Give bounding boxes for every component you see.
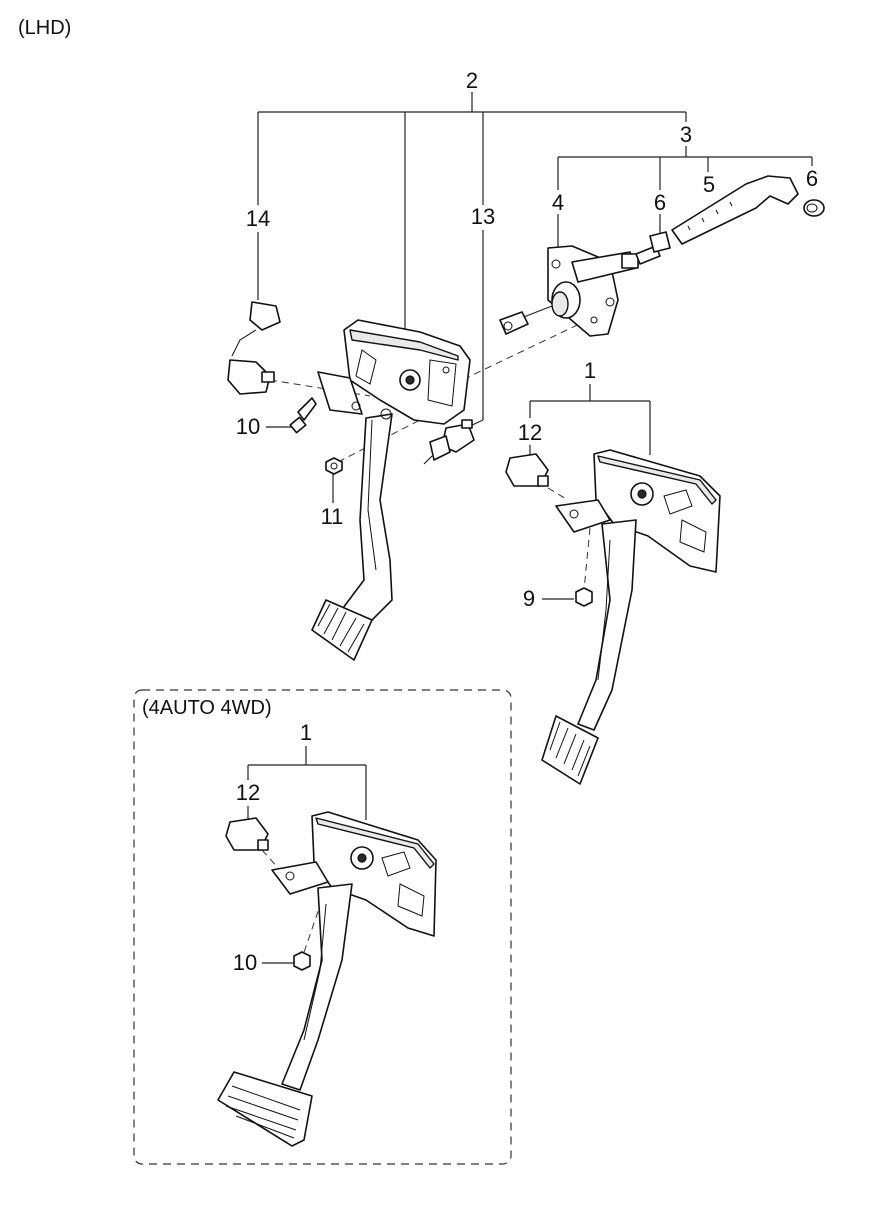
- inset-stop-switch-part: [225, 817, 269, 851]
- leader-lines-inset: [247, 746, 367, 964]
- callout-6-right: 6: [806, 166, 818, 191]
- drive-side-label: (LHD): [18, 17, 71, 39]
- callout-10-inset: 10: [233, 950, 257, 975]
- callout-12-right: 12: [518, 420, 542, 445]
- callout-10-left: 10: [236, 414, 260, 439]
- brake-pedal-assembly-right: [541, 449, 721, 785]
- nut-11-part: [325, 457, 343, 475]
- callout-labels: 2 3 4 5 6 6 14 13 10 11 1 12 9 1 12 10: [233, 68, 818, 975]
- inset-brake-pedal-assembly: [217, 811, 437, 1147]
- stop-switch-right-part: [505, 453, 549, 487]
- inset-title: (4AUTO 4WD): [142, 697, 272, 719]
- alignment-dashes: [261, 317, 593, 959]
- clamp-left-part: [649, 231, 671, 253]
- callout-9: 9: [523, 586, 535, 611]
- sensor-switch-part: [227, 301, 281, 395]
- nut-9-part: [575, 587, 593, 607]
- callout-2: 2: [466, 68, 478, 93]
- master-cylinder-part: [499, 245, 661, 337]
- bolt-part-left: [289, 397, 317, 434]
- callout-1-right: 1: [584, 358, 596, 383]
- clamp-right-part: [803, 199, 825, 217]
- clutch-pedal-assembly: [311, 319, 471, 661]
- callout-4: 4: [552, 190, 564, 215]
- inset-nut-part: [293, 951, 311, 971]
- callout-13: 13: [471, 204, 495, 229]
- callout-12-inset: 12: [236, 780, 260, 805]
- callout-5: 5: [703, 172, 715, 197]
- callout-3: 3: [680, 122, 692, 147]
- switch-13-part: [423, 419, 475, 465]
- callout-11: 11: [321, 504, 344, 529]
- hose-part: [671, 175, 799, 245]
- inset-box: [133, 689, 512, 1165]
- callout-1-inset: 1: [300, 720, 312, 745]
- callout-14: 14: [246, 206, 270, 231]
- callout-6-left: 6: [654, 190, 666, 215]
